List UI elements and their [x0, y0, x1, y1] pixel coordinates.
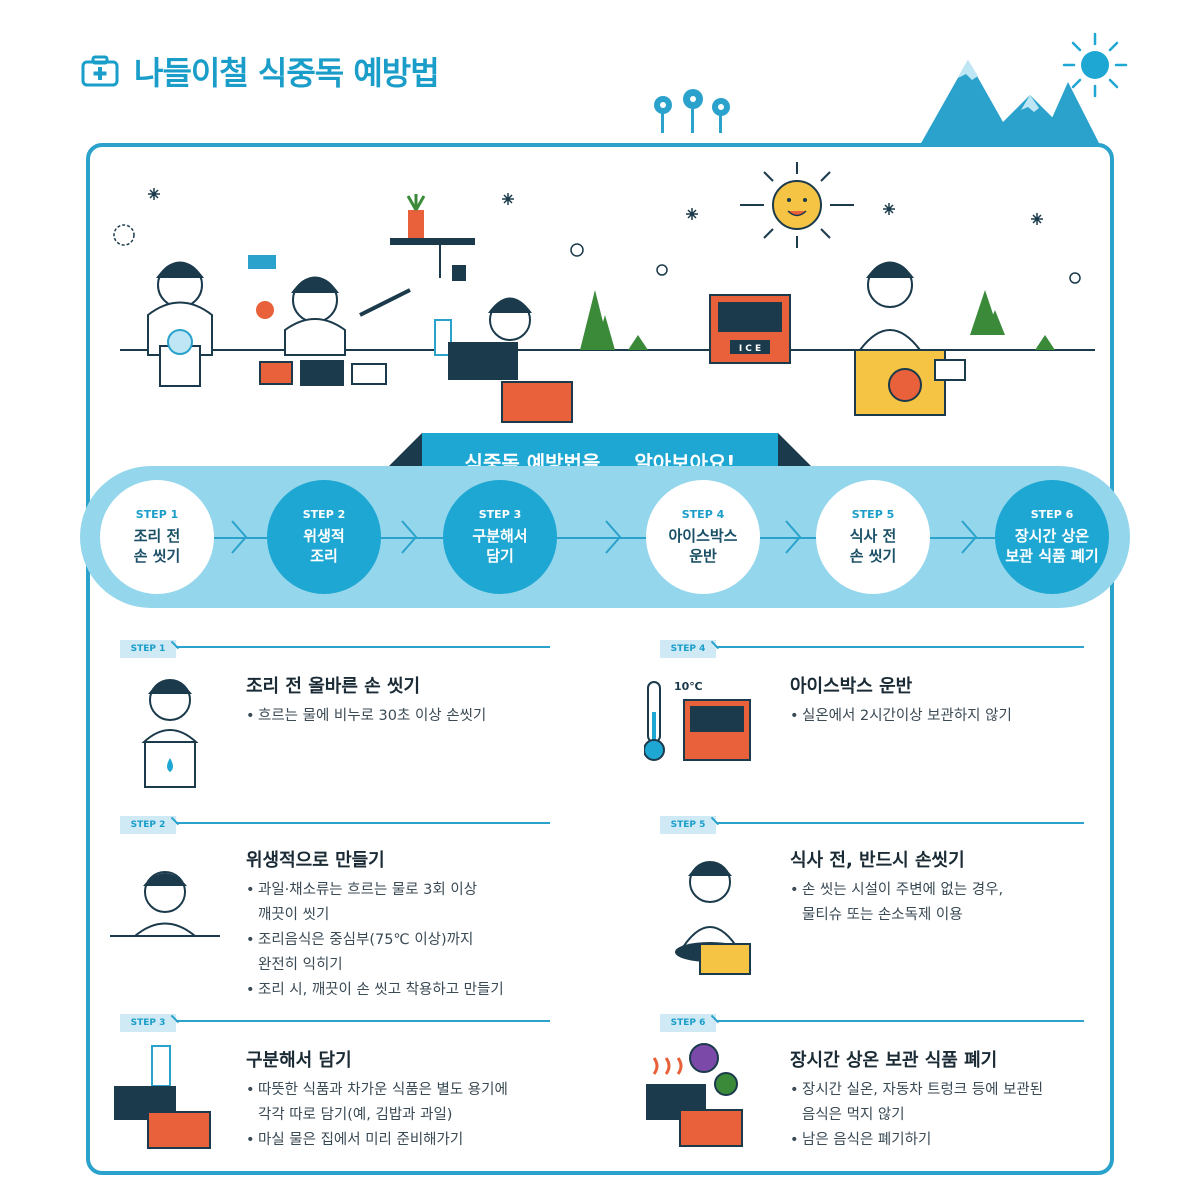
step-name: 장시간 상온 보관 식품 폐기 — [1005, 527, 1099, 565]
washing-hands-illustration — [141, 679, 199, 788]
step-number: STEP 4 — [681, 508, 725, 521]
bullet-item: 따뜻한 식품과 차가운 식품은 별도 용기에 각각 따로 담기(예, 김밥과 과… — [246, 1078, 508, 1128]
wet-wipes-illustration — [675, 861, 751, 975]
step-tag: STEP 5 — [660, 816, 716, 834]
detail-title: 위생적으로 만들기 — [246, 850, 385, 871]
step-number: STEP 6 — [1030, 508, 1074, 521]
step-number: STEP 5 — [851, 508, 895, 521]
person-cooking — [248, 255, 411, 386]
step-6-circle: STEP 6 장시간 상온 보관 식품 폐기 — [995, 480, 1109, 594]
step-tag: STEP 6 — [660, 1014, 716, 1032]
page-title: 나들이철 식중독 예방법 — [134, 54, 440, 92]
chevron-right-icon — [785, 520, 802, 554]
thermometer-reading: 10℃ — [674, 680, 703, 693]
mountains-illustration — [920, 60, 1100, 145]
bullet-item: 장시간 실온, 자동차 트렁크 등에 보관된 음식은 먹지 않기 — [790, 1078, 1043, 1128]
step-number: STEP 3 — [478, 508, 522, 521]
sun-icon — [1062, 32, 1128, 98]
step-3-circle: STEP 3 구분해서 담기 — [443, 480, 557, 594]
flowers-illustration — [654, 89, 730, 133]
chevron-right-icon — [961, 520, 978, 554]
sun-face-icon — [740, 162, 854, 248]
step-tag: STEP 4 — [660, 640, 716, 658]
detail-step-4: STEP 4 10℃ 아이스박스 운반 실온에서 2시간이상 보관하지 않기 — [644, 640, 1084, 790]
detail-title: 구분해서 담기 — [246, 1050, 352, 1071]
bullet-item: 흐르는 물에 비누로 30초 이상 손씻기 — [246, 704, 486, 729]
step-name: 구분해서 담기 — [472, 527, 528, 565]
spoiled-food-illustration — [646, 1043, 743, 1147]
divider — [716, 822, 1084, 824]
divider — [176, 646, 550, 648]
step-tag: STEP 2 — [120, 816, 176, 834]
person-packing-food — [434, 297, 573, 423]
step-2-circle: STEP 2 위생적 조리 — [267, 480, 381, 594]
bullet-item: 실온에서 2시간이상 보관하지 않기 — [790, 704, 1012, 729]
detail-step-1: STEP 1 조리 전 올바른 손 씻기 흐르는 물에 비누로 30초 이상 손… — [120, 640, 550, 790]
content-frame — [86, 143, 1114, 1175]
step-4-circle: STEP 4 아이스박스 운반 — [646, 480, 760, 594]
picnic-scene-illustration: I C E — [113, 162, 1095, 423]
detail-step-3: STEP 3 구분해서 담기 따뜻한 식품과 차가운 식품은 별도 용기에 각각… — [114, 1014, 550, 1164]
chevron-right-icon — [231, 520, 248, 554]
detail-step-2: STEP 2 위생적으로 만들기 과일·채소류는 흐르는 물로 3회 이상 깨끗… — [110, 816, 550, 1006]
divider — [176, 1020, 550, 1022]
step-5-circle: STEP 5 식사 전 손 씻기 — [816, 480, 930, 594]
chevron-right-icon — [401, 520, 418, 554]
icebox-label: I C E — [739, 344, 761, 354]
icebox-illustration: I C E — [709, 294, 791, 364]
steps-connector-line — [150, 537, 1070, 539]
detail-title: 아이스박스 운반 — [790, 676, 913, 697]
bullet-item: 남은 음식은 폐기하기 — [790, 1128, 1043, 1153]
detail-step-5: STEP 5 식사 전, 반드시 손씻기 손 씻는 시설이 주변에 없는 경우,… — [660, 816, 1084, 986]
kitchen-shelf — [390, 194, 475, 281]
step-tag: STEP 1 — [120, 640, 176, 658]
step-name: 식사 전 손 씻기 — [849, 527, 897, 565]
thermometer-icebox-illustration — [644, 681, 751, 761]
chevron-right-icon — [605, 520, 622, 554]
divider — [716, 646, 1084, 648]
bullet-item: 조리음식은 중심부(75℃ 이상)까지 완전히 익히기 — [246, 928, 504, 978]
bullet-item: 과일·채소류는 흐르는 물로 3회 이상 깨끗이 씻기 — [246, 878, 504, 928]
person-eating — [854, 261, 966, 416]
person-washing-hands — [147, 261, 213, 387]
header: 나들이철 식중독 예방법 — [80, 48, 440, 94]
detail-title: 식사 전, 반드시 손씻기 — [790, 850, 965, 871]
detail-step-6: STEP 6 장시간 상온 보관 식품 폐기 장시간 실온, 자동차 트렁크 등… — [646, 1014, 1084, 1164]
step-number: STEP 2 — [302, 508, 346, 521]
step-name: 아이스박스 운반 — [668, 527, 738, 565]
food-containers-illustration — [114, 1045, 211, 1149]
banner-ribbon — [388, 433, 812, 467]
detail-title: 장시간 상온 보관 식품 폐기 — [790, 1050, 998, 1071]
bullet-item: 마실 물은 집에서 미리 준비해가기 — [246, 1128, 508, 1153]
divider — [716, 1020, 1084, 1022]
cooking-illustration — [110, 871, 220, 937]
trees — [580, 290, 1055, 350]
bullet-item: 조리 시, 깨끗이 손 씻고 착용하고 만들기 — [246, 978, 504, 1003]
first-aid-kit-icon — [81, 55, 119, 87]
step-tag: STEP 3 — [120, 1014, 176, 1032]
detail-title: 조리 전 올바른 손 씻기 — [246, 676, 421, 697]
bullet-item: 손 씻는 시설이 주변에 없는 경우, 물티슈 또는 손소독제 이용 — [790, 878, 1003, 928]
step-number: STEP 1 — [135, 508, 179, 521]
divider — [176, 822, 550, 824]
step-1-circle: STEP 1 조리 전 손 씻기 — [100, 480, 214, 594]
step-name: 조리 전 손 씻기 — [133, 527, 181, 565]
step-name: 위생적 조리 — [303, 527, 345, 565]
